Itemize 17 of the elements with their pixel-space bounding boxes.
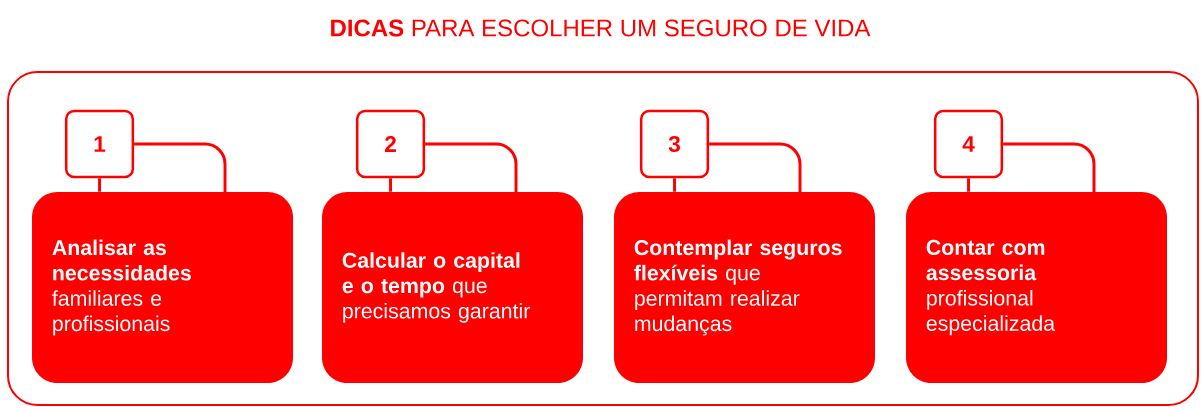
step-card: Analisar as necessidades familiares e profissionais	[32, 192, 293, 383]
number-box: 2	[355, 109, 426, 179]
connector-line	[967, 178, 970, 192]
connector-line	[98, 178, 101, 192]
connector-line	[134, 142, 227, 192]
title: DICAS PARA ESCOLHER UM SEGURO DE VIDA	[331, 19, 871, 37]
connector-line	[709, 142, 802, 192]
connector-line	[425, 142, 518, 192]
connector-line	[673, 178, 676, 192]
connector-line	[1003, 142, 1096, 192]
number-box: 1	[64, 109, 135, 179]
step-card: Contemplar seguros flexíveis que permitam realizar mudanças	[614, 192, 875, 383]
step-card: Contar com assessoria profissional especializada	[906, 192, 1167, 383]
number-box: 4	[933, 109, 1004, 179]
number-box: 3	[639, 109, 710, 179]
step-card: Calcular o capital e o tempo que precisamos garantir	[322, 192, 583, 383]
connector-line	[389, 178, 392, 192]
